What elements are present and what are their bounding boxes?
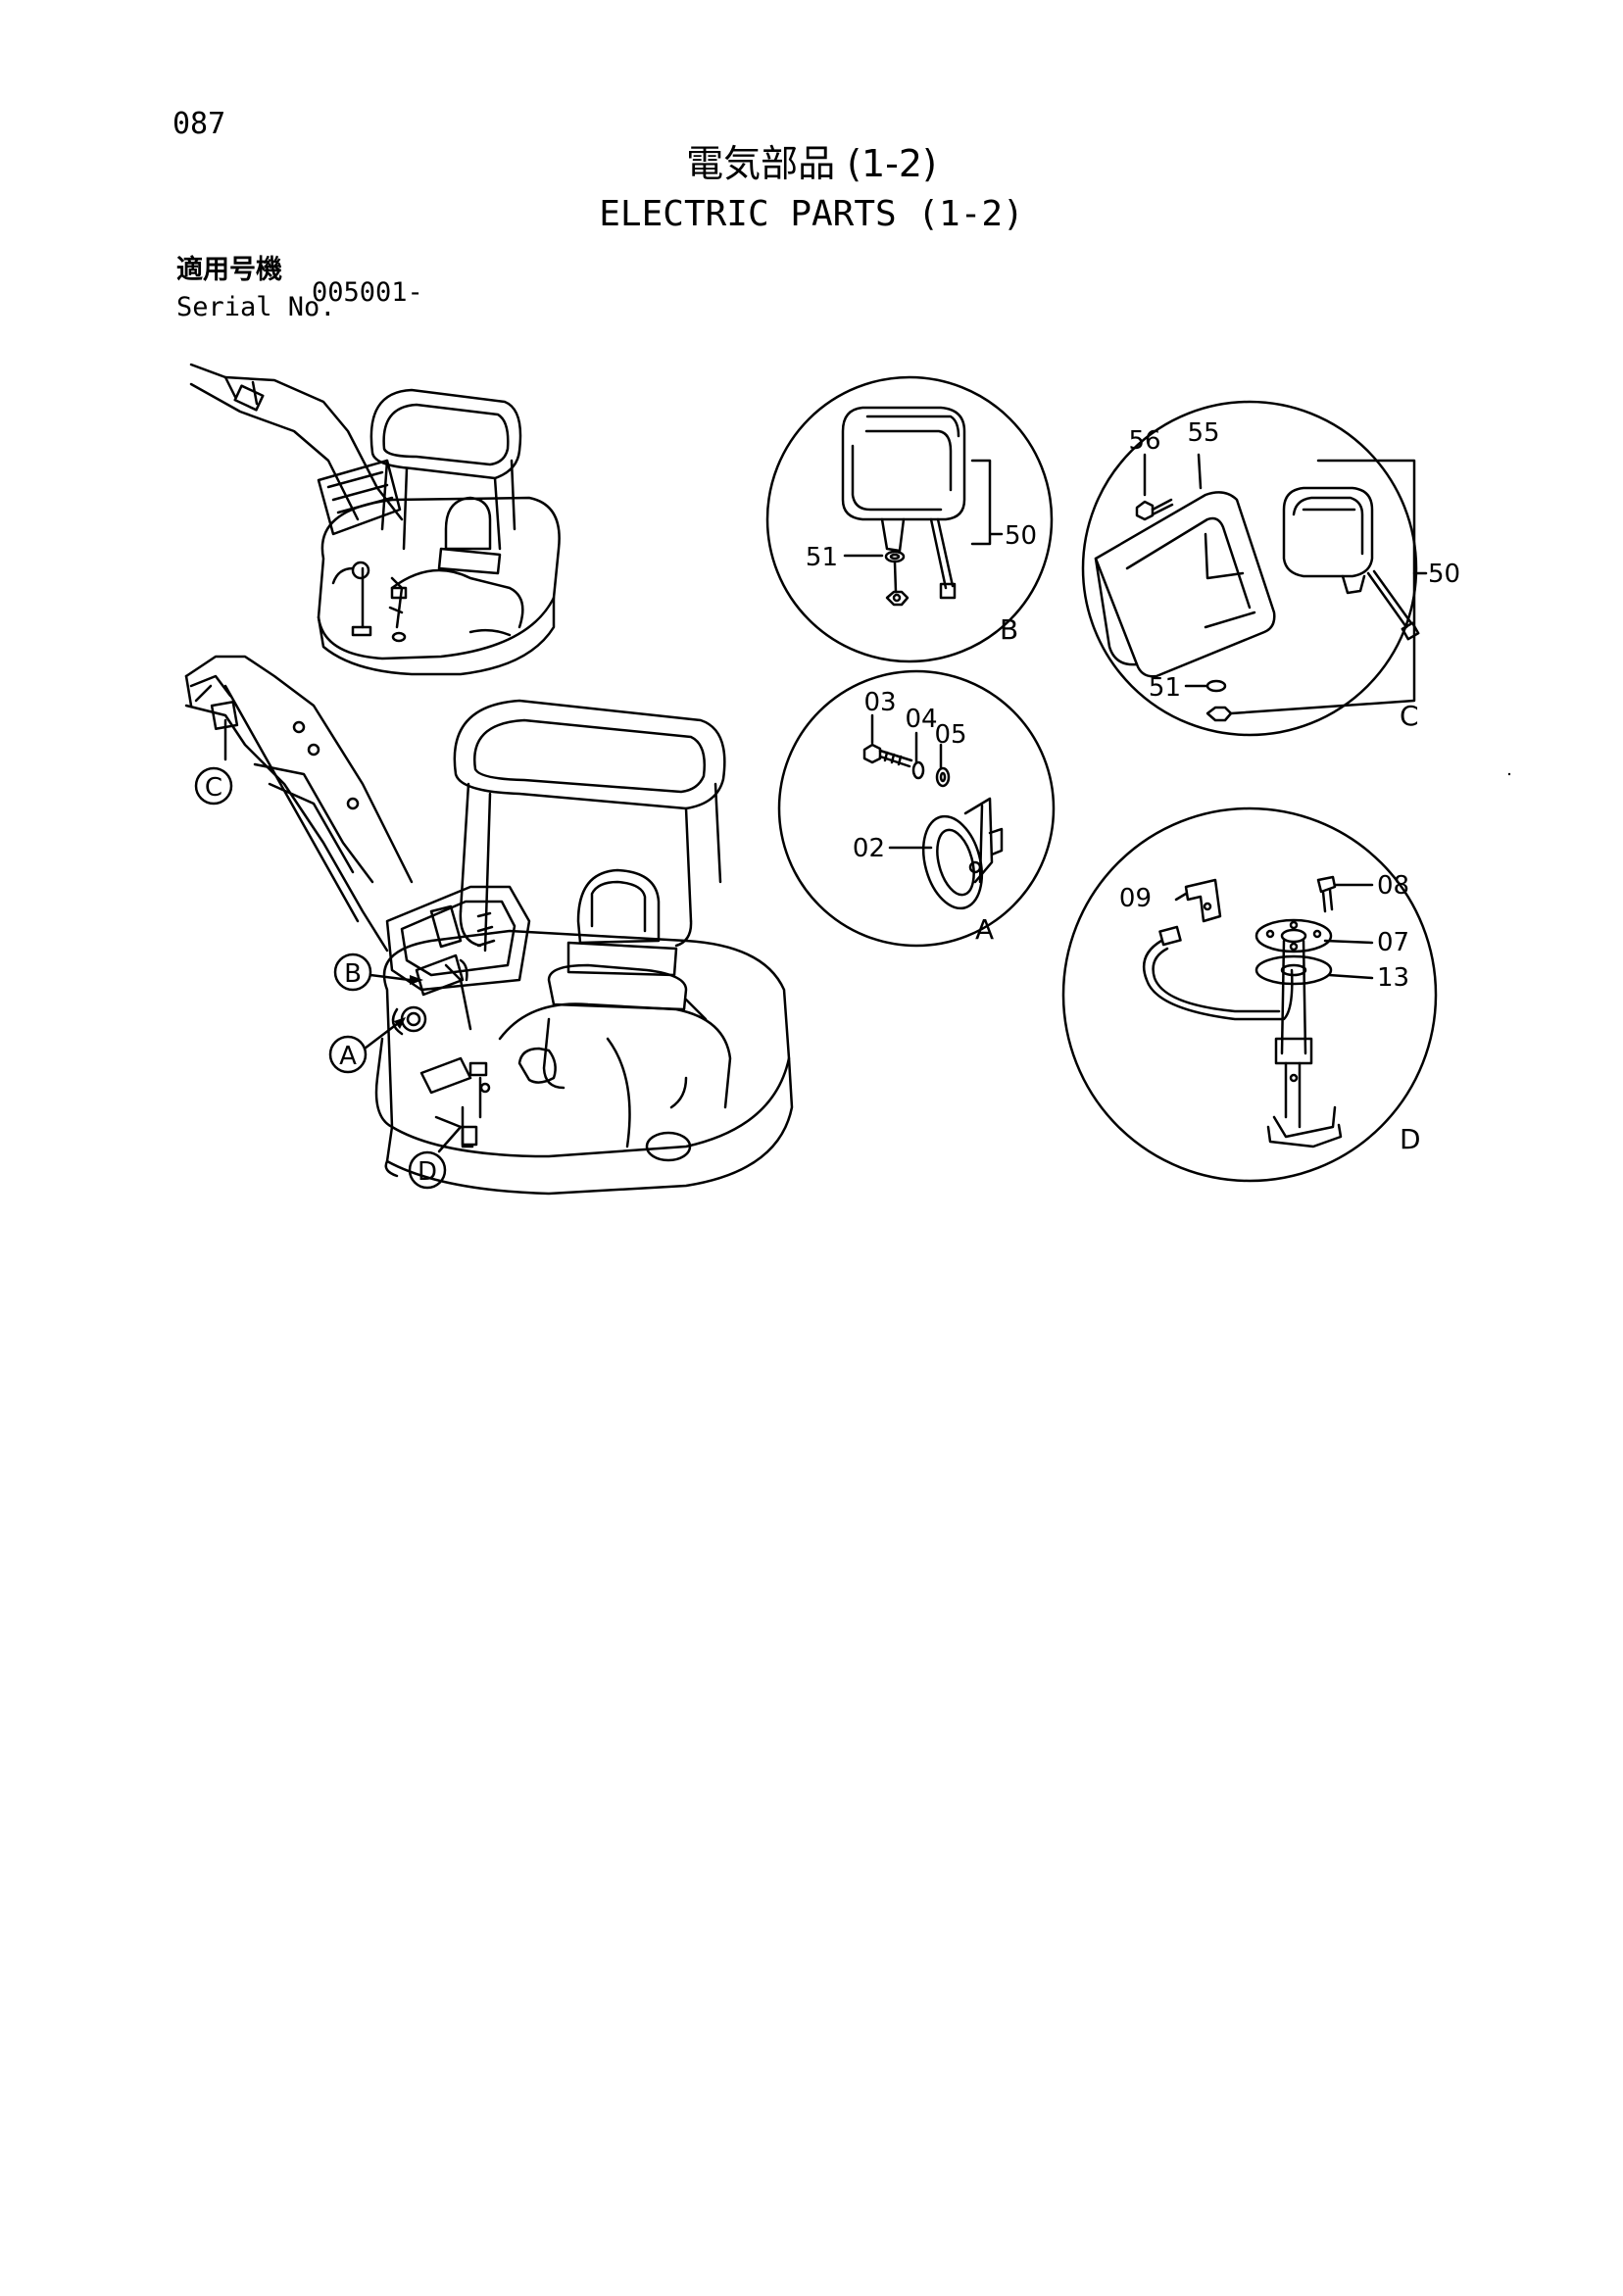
page-title-english: ELECTRIC PARTS (1-2) (599, 194, 1024, 234)
detail-d: 09 08 07 13 D (1061, 806, 1438, 1183)
large-excavator-illustration (184, 655, 794, 1196)
detail-a: 03 04 05 02 A (777, 669, 1056, 948)
serial-label-english: Serial No. (176, 292, 336, 322)
detail-b: 51 50 B (765, 375, 1054, 663)
detail-c-part-55: 55 (1187, 418, 1219, 448)
serial-label-japanese: 適用号機 (176, 255, 282, 285)
detail-a-part-04: 04 (905, 705, 937, 734)
detail-a-part-03: 03 (863, 688, 896, 717)
detail-c: 56 55 50 51 C (1081, 400, 1460, 737)
detail-d-part-09: 09 (1119, 884, 1152, 913)
marker-a: A (339, 1042, 357, 1071)
stray-dot (1507, 772, 1511, 776)
detail-d-letter: D (1400, 1123, 1421, 1155)
detail-c-part-56: 56 (1128, 426, 1160, 456)
serial-number-value: 005001- (312, 277, 423, 308)
detail-c-part-51: 51 (1149, 673, 1181, 703)
page-title-japanese: 電気部品 (1-2) (686, 142, 937, 185)
detail-c-letter: C (1400, 700, 1419, 732)
detail-c-part-50: 50 (1428, 560, 1460, 589)
detail-a-part-05: 05 (934, 720, 966, 750)
detail-a-letter: A (975, 913, 994, 946)
detail-d-part-08: 08 (1377, 871, 1409, 901)
machine-markers: C B A D (194, 718, 463, 1190)
marker-b: B (344, 959, 362, 989)
detail-d-part-13: 13 (1377, 963, 1409, 993)
small-excavator-illustration (189, 363, 561, 676)
detail-d-part-07: 07 (1377, 928, 1409, 957)
detail-b-part-50: 50 (1005, 521, 1037, 551)
marker-c: C (205, 773, 222, 803)
detail-b-letter: B (1000, 613, 1018, 646)
detail-a-part-02: 02 (853, 834, 885, 863)
detail-b-part-51: 51 (806, 543, 838, 572)
page-number: 087 (172, 107, 226, 141)
marker-d: D (418, 1157, 437, 1187)
